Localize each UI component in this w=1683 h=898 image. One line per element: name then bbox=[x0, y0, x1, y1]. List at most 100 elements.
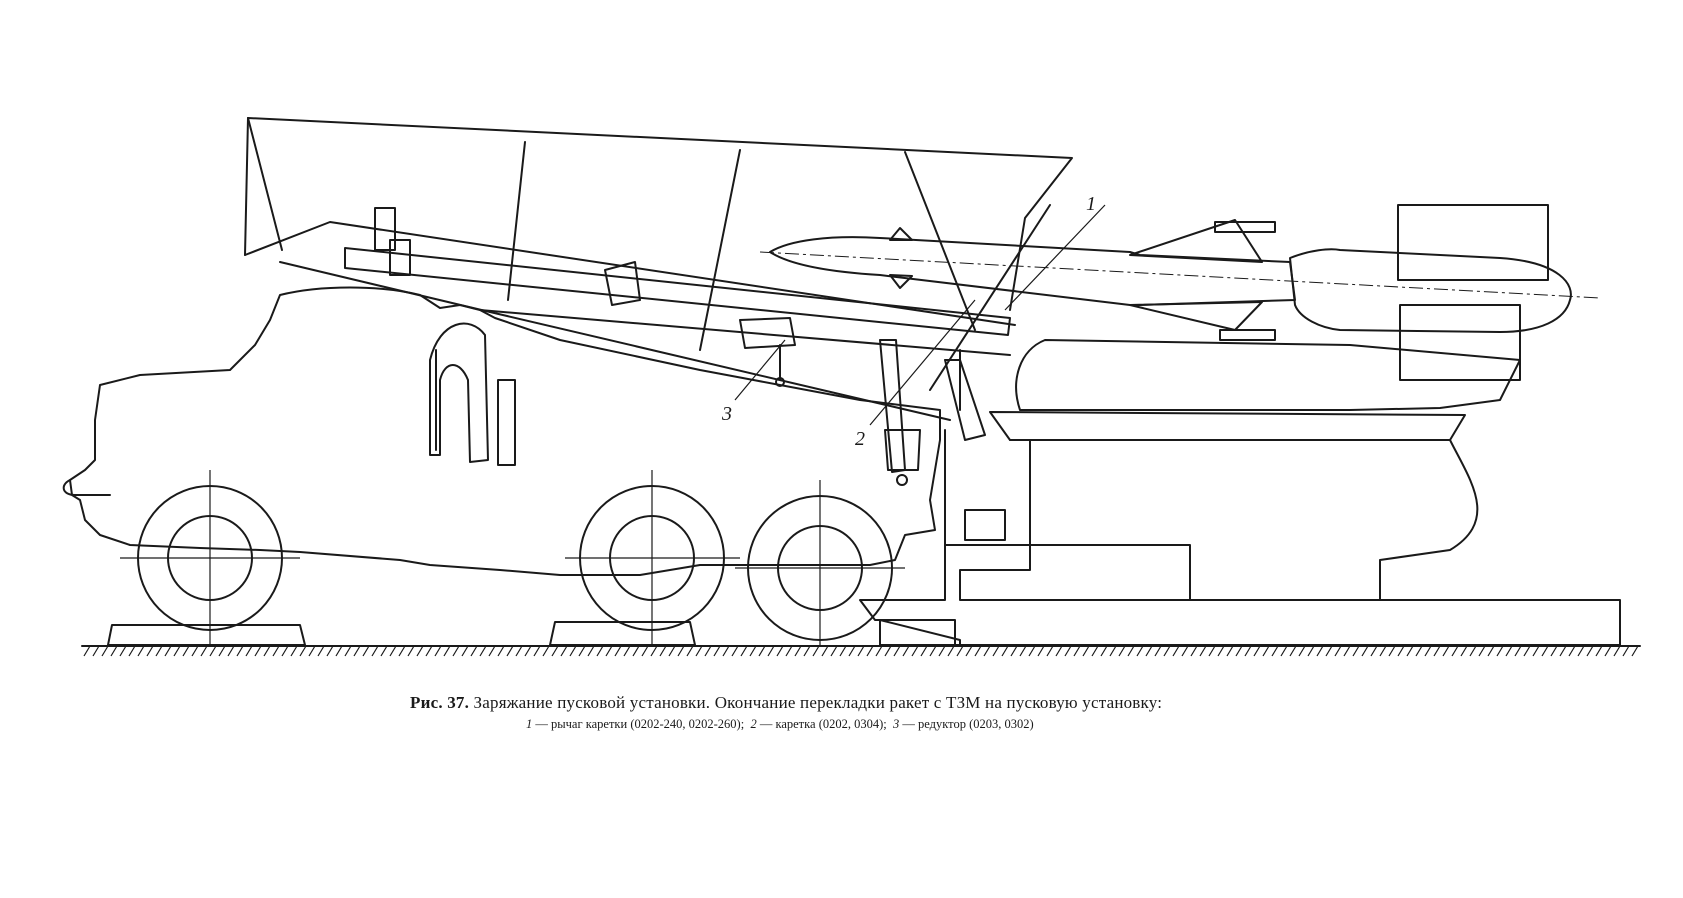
ground-hatch-stroke bbox=[353, 645, 361, 657]
ground-hatch-stroke bbox=[1433, 645, 1441, 657]
ground-hatch-stroke bbox=[1037, 645, 1045, 657]
ground-hatch-stroke bbox=[1505, 645, 1513, 657]
ground-hatch-stroke bbox=[785, 645, 793, 657]
ground-hatch-stroke bbox=[632, 645, 640, 657]
ground-hatch-stroke bbox=[452, 645, 460, 657]
ground-hatch-stroke bbox=[1262, 645, 1270, 657]
ground-hatch-stroke bbox=[1307, 645, 1315, 657]
ground-hatch-stroke bbox=[749, 645, 757, 657]
ground-hatch-stroke bbox=[488, 645, 496, 657]
ground-hatch-stroke bbox=[668, 645, 676, 657]
ground-hatch-stroke bbox=[1379, 645, 1387, 657]
ground-hatch-stroke bbox=[1604, 645, 1612, 657]
ground-hatch-stroke bbox=[326, 645, 334, 657]
ground-hatch-stroke bbox=[1217, 645, 1225, 657]
ground-hatch-stroke bbox=[1577, 645, 1585, 657]
ground-hatch-stroke bbox=[1424, 645, 1432, 657]
ground-hatch-stroke bbox=[605, 645, 613, 657]
legend-3-number: 3 bbox=[893, 717, 900, 731]
ground-hatch-stroke bbox=[299, 645, 307, 657]
ground-hatch-stroke bbox=[209, 645, 217, 657]
ground-hatch-stroke bbox=[1064, 645, 1072, 657]
ground-hatch-stroke bbox=[983, 645, 991, 657]
callout-2-label: 2 bbox=[855, 428, 865, 450]
ground-hatch-stroke bbox=[245, 645, 253, 657]
ground-hatch-stroke bbox=[641, 645, 649, 657]
ground-hatch-stroke bbox=[1622, 645, 1630, 657]
ground-hatch-stroke bbox=[1325, 645, 1333, 657]
ground-hatch-stroke bbox=[812, 645, 820, 657]
ground-hatch-stroke bbox=[524, 645, 532, 657]
ground-hatch-stroke bbox=[1046, 645, 1054, 657]
ground-hatch-stroke bbox=[1361, 645, 1369, 657]
carriage-assembly bbox=[879, 339, 986, 486]
ground-hatch-stroke bbox=[938, 645, 946, 657]
ground-hatch-stroke bbox=[1145, 645, 1153, 657]
ground-hatch-stroke bbox=[857, 645, 865, 657]
callout-leaders bbox=[734, 204, 1106, 426]
wheel-middle bbox=[565, 470, 740, 645]
ground-hatch-stroke bbox=[1496, 645, 1504, 657]
ground-hatch-stroke bbox=[335, 645, 343, 657]
ground-hatch-stroke bbox=[1631, 645, 1639, 657]
ground-hatch-stroke bbox=[920, 645, 928, 657]
ground-hatch-stroke bbox=[1559, 645, 1567, 657]
caption-prefix: Рис. 37. bbox=[410, 693, 470, 712]
ground-hatch-stroke bbox=[830, 645, 838, 657]
ground-hatch-stroke bbox=[290, 645, 298, 657]
ground-hatch-stroke bbox=[317, 645, 325, 657]
ground-hatch-stroke bbox=[1334, 645, 1342, 657]
ground-hatch-stroke bbox=[425, 645, 433, 657]
ground-hatch-stroke bbox=[947, 645, 955, 657]
ground-hatch-stroke bbox=[236, 645, 244, 657]
ground-hatch-stroke bbox=[1190, 645, 1198, 657]
ground-hatch-stroke bbox=[1514, 645, 1522, 657]
ground-hatch-stroke bbox=[479, 645, 487, 657]
ground-hatch-stroke bbox=[866, 645, 874, 657]
ground-hatch-stroke bbox=[821, 645, 829, 657]
ground-hatch-stroke bbox=[722, 645, 730, 657]
ground-hatch-stroke bbox=[1487, 645, 1495, 657]
loader-truck-body bbox=[62, 286, 941, 576]
ground-hatch-stroke bbox=[1010, 645, 1018, 657]
ground-hatch-stroke bbox=[1118, 645, 1126, 657]
ground-hatch-stroke bbox=[614, 645, 622, 657]
ground-hatch-stroke bbox=[1523, 645, 1531, 657]
ground-hatch-stroke bbox=[650, 645, 658, 657]
ground-hatch-stroke bbox=[1208, 645, 1216, 657]
wheel-rear bbox=[735, 480, 905, 645]
ground-hatch-stroke bbox=[101, 645, 109, 657]
ground-hatch-stroke bbox=[182, 645, 190, 657]
ground-hatch-stroke bbox=[569, 645, 577, 657]
ground-hatch-stroke bbox=[623, 645, 631, 657]
ground-hatch-stroke bbox=[344, 645, 352, 657]
ground-hatch-stroke bbox=[443, 645, 451, 657]
ground-hatch-stroke bbox=[83, 645, 91, 657]
ground-hatch-stroke bbox=[191, 645, 199, 657]
ground-hatch-stroke bbox=[956, 645, 964, 657]
ground-hatch-stroke bbox=[839, 645, 847, 657]
caption-legend: 1 — рычаг каретки (0202-240, 0202-260); … bbox=[410, 717, 1310, 732]
ground-hatch-stroke bbox=[164, 645, 172, 657]
ground-hatch-stroke bbox=[1442, 645, 1450, 657]
ground-hatch-stroke bbox=[218, 645, 226, 657]
ground-hatch-stroke bbox=[461, 645, 469, 657]
ground-hatch-stroke bbox=[1100, 645, 1108, 657]
ground-hatch-stroke bbox=[596, 645, 604, 657]
callout-1-label: 1 bbox=[1086, 193, 1096, 215]
ground-hatch-stroke bbox=[1082, 645, 1090, 657]
ground-hatch-stroke bbox=[1352, 645, 1360, 657]
ground-hatch-stroke bbox=[1199, 645, 1207, 657]
ground-hatch-stroke bbox=[893, 645, 901, 657]
caption-title-line: Рис. 37. Заряжание пусковой установки. О… bbox=[410, 693, 1310, 713]
ground-hatch-stroke bbox=[227, 645, 235, 657]
ground-hatch-stroke bbox=[200, 645, 208, 657]
ground-hatch-stroke bbox=[704, 645, 712, 657]
ground-hatch-stroke bbox=[515, 645, 523, 657]
ground-hatch-stroke bbox=[1280, 645, 1288, 657]
ground-hatch-stroke bbox=[803, 645, 811, 657]
ground-hatch-stroke bbox=[794, 645, 802, 657]
ground-hatch-stroke bbox=[560, 645, 568, 657]
ground-hatch-stroke bbox=[497, 645, 505, 657]
missile bbox=[759, 204, 1601, 381]
